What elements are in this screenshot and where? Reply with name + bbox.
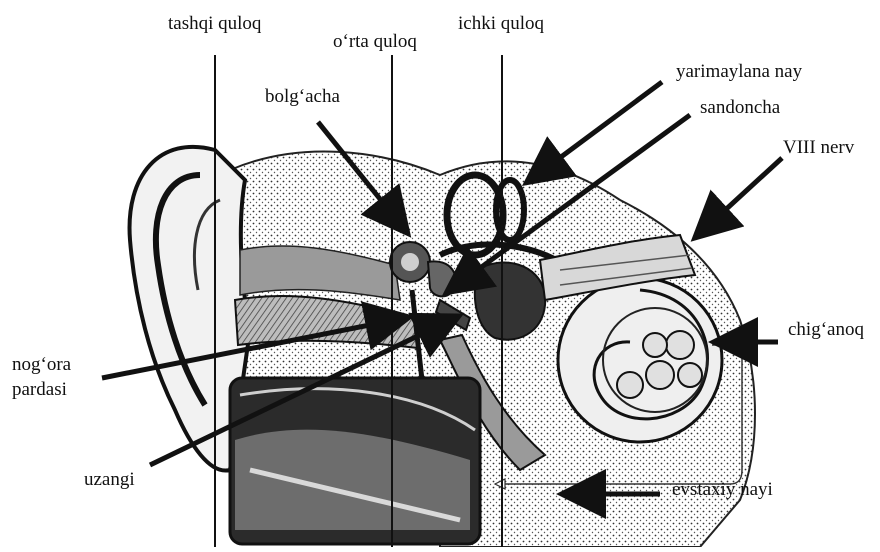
label-pardasi: pardasi [12, 380, 67, 401]
label-bolgacha: bolg‘acha [265, 87, 340, 108]
label-chiganoq: chig‘anoq [788, 320, 864, 341]
label-yarimaylana-nay: yarimaylana nay [676, 62, 802, 83]
label-nogora: nog‘ora [12, 355, 71, 376]
label-tashqi-quloq: tashqi quloq [168, 14, 261, 35]
label-viii-nerv: VIII nerv [783, 138, 854, 159]
label-evstaxiy-nayi: evstaxiy nayi [672, 480, 773, 501]
label-sandoncha: sandoncha [700, 98, 780, 119]
arrow-viii-nerv [698, 158, 782, 235]
arrow-yarimaylana-nay [530, 82, 662, 180]
vestibule [475, 262, 545, 339]
label-uzangi: uzangi [84, 470, 135, 491]
label-ichki-quloq: ichki quloq [458, 14, 544, 35]
label-orta-quloq: o‘rta quloq [333, 32, 417, 53]
